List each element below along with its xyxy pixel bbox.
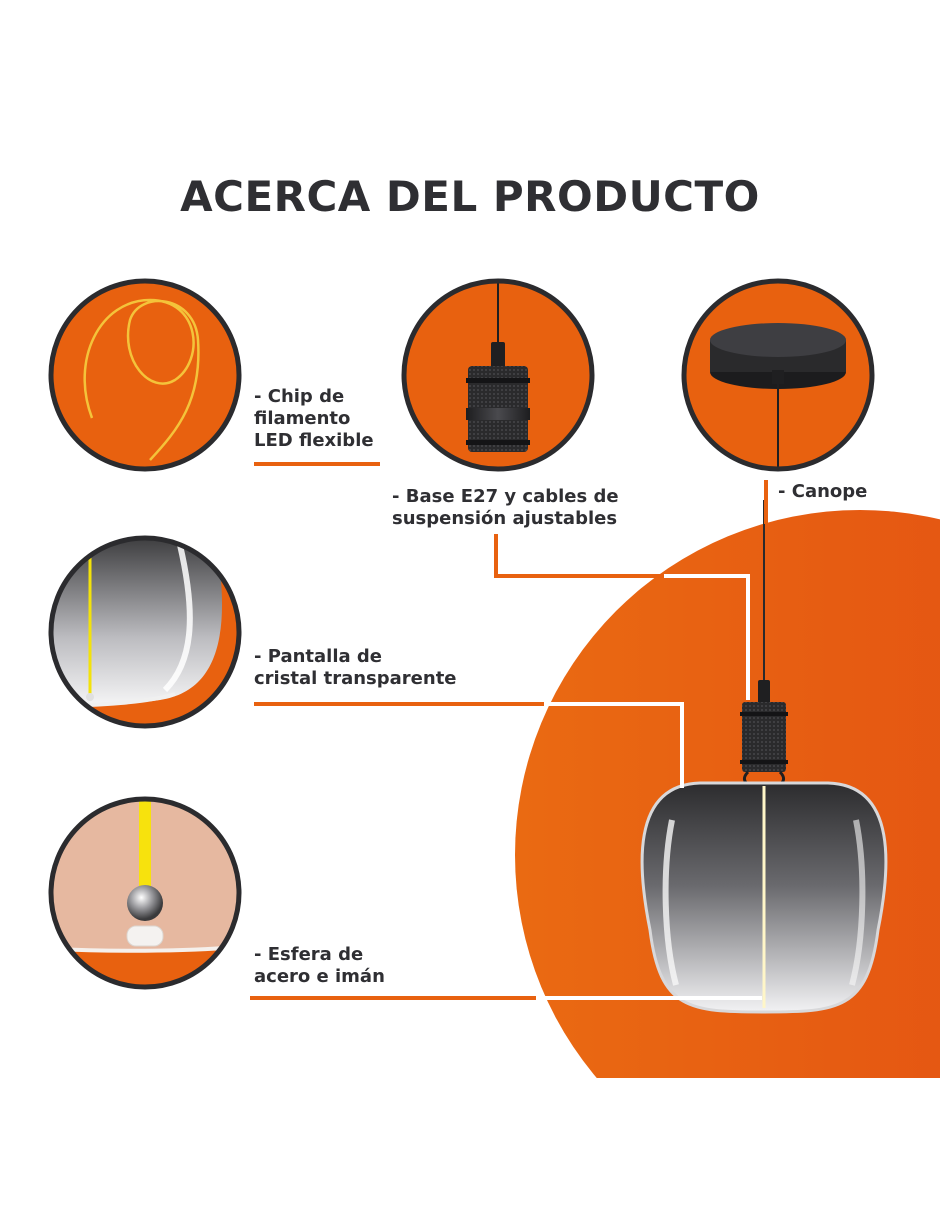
base-label-line: - Base E27 y cables de [392, 486, 619, 507]
pantalla-label: - Pantalla de cristal transparente [254, 646, 457, 690]
canope-label-line: - Canope [778, 481, 868, 502]
chip-label: - Chip de filamento LED flexible [254, 386, 374, 452]
chip-filament-circle [48, 278, 242, 472]
base-callout-line-white [664, 574, 750, 700]
canope-label: - Canope [778, 481, 867, 503]
pantalla-label-line: cristal transparente [254, 668, 457, 689]
chip-label-line: - Chip de [254, 386, 345, 407]
callout-lines [250, 462, 768, 1000]
e27-base-circle [401, 278, 595, 472]
base-label-line: suspensión ajustables [392, 508, 618, 529]
base-label: - Base E27 y cables de suspensión ajusta… [392, 486, 619, 530]
esfera-label-line: acero e imán [254, 966, 385, 987]
esfera-label: - Esfera de acero e imán [254, 944, 385, 988]
pendant-lamp-image [640, 500, 888, 1014]
steel-sphere-circle [48, 796, 242, 990]
glass-shade-circle [48, 535, 242, 729]
chip-label-line: LED flexible [254, 430, 374, 451]
esfera-label-line: - Esfera de [254, 944, 364, 965]
pantalla-label-line: - Pantalla de [254, 646, 383, 667]
canope-circle [681, 278, 875, 472]
base-callout-line-orange [494, 534, 664, 578]
page-title: ACERCA DEL PRODUCTO [180, 172, 760, 221]
pantalla-callout-line-white [544, 702, 684, 788]
chip-label-line: filamento [254, 408, 351, 429]
